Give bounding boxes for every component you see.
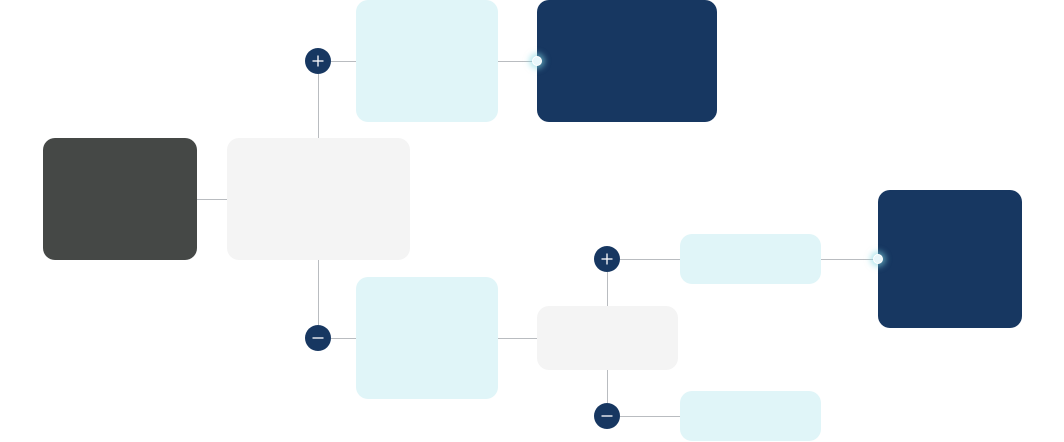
plus-icon [312,55,324,67]
connection-dot-leaf-top [532,56,542,66]
level-1-node[interactable] [227,138,410,260]
connector-level-1-up [318,74,319,138]
connector-level-3-up [607,272,608,306]
level-3-node[interactable] [537,306,678,370]
plus-icon [601,253,613,265]
connector-to-branch-bottom [331,338,356,339]
connector-level-3-down [607,370,608,403]
minus-icon [601,415,613,417]
expand-toggle-branch-right-top[interactable] [594,246,620,272]
root-node[interactable] [43,138,197,260]
branch-right-top-node[interactable] [680,234,821,284]
connector-to-branch-right-bottom [620,416,680,417]
minus-icon [312,337,324,339]
connector-level-1-down [318,260,319,325]
connection-dot-leaf-right [873,254,883,264]
collapse-toggle-branch-right-bottom[interactable] [594,403,620,429]
connector-root-to-level-1 [197,199,227,200]
leaf-right-node[interactable] [878,190,1022,328]
expand-toggle-branch-top[interactable] [305,48,331,74]
connector-branch-bottom-to-level-3 [498,338,537,339]
branch-bottom-node[interactable] [356,277,498,399]
connector-branch-top-to-leaf [498,61,537,62]
collapse-toggle-branch-bottom[interactable] [305,325,331,351]
branch-right-bottom-node[interactable] [680,391,821,441]
branch-top-node[interactable] [356,0,498,122]
leaf-top-node[interactable] [537,0,717,122]
connector-branch-right-top-to-leaf [821,259,878,260]
connector-to-branch-right-top [620,259,680,260]
connector-to-branch-top [331,61,356,62]
